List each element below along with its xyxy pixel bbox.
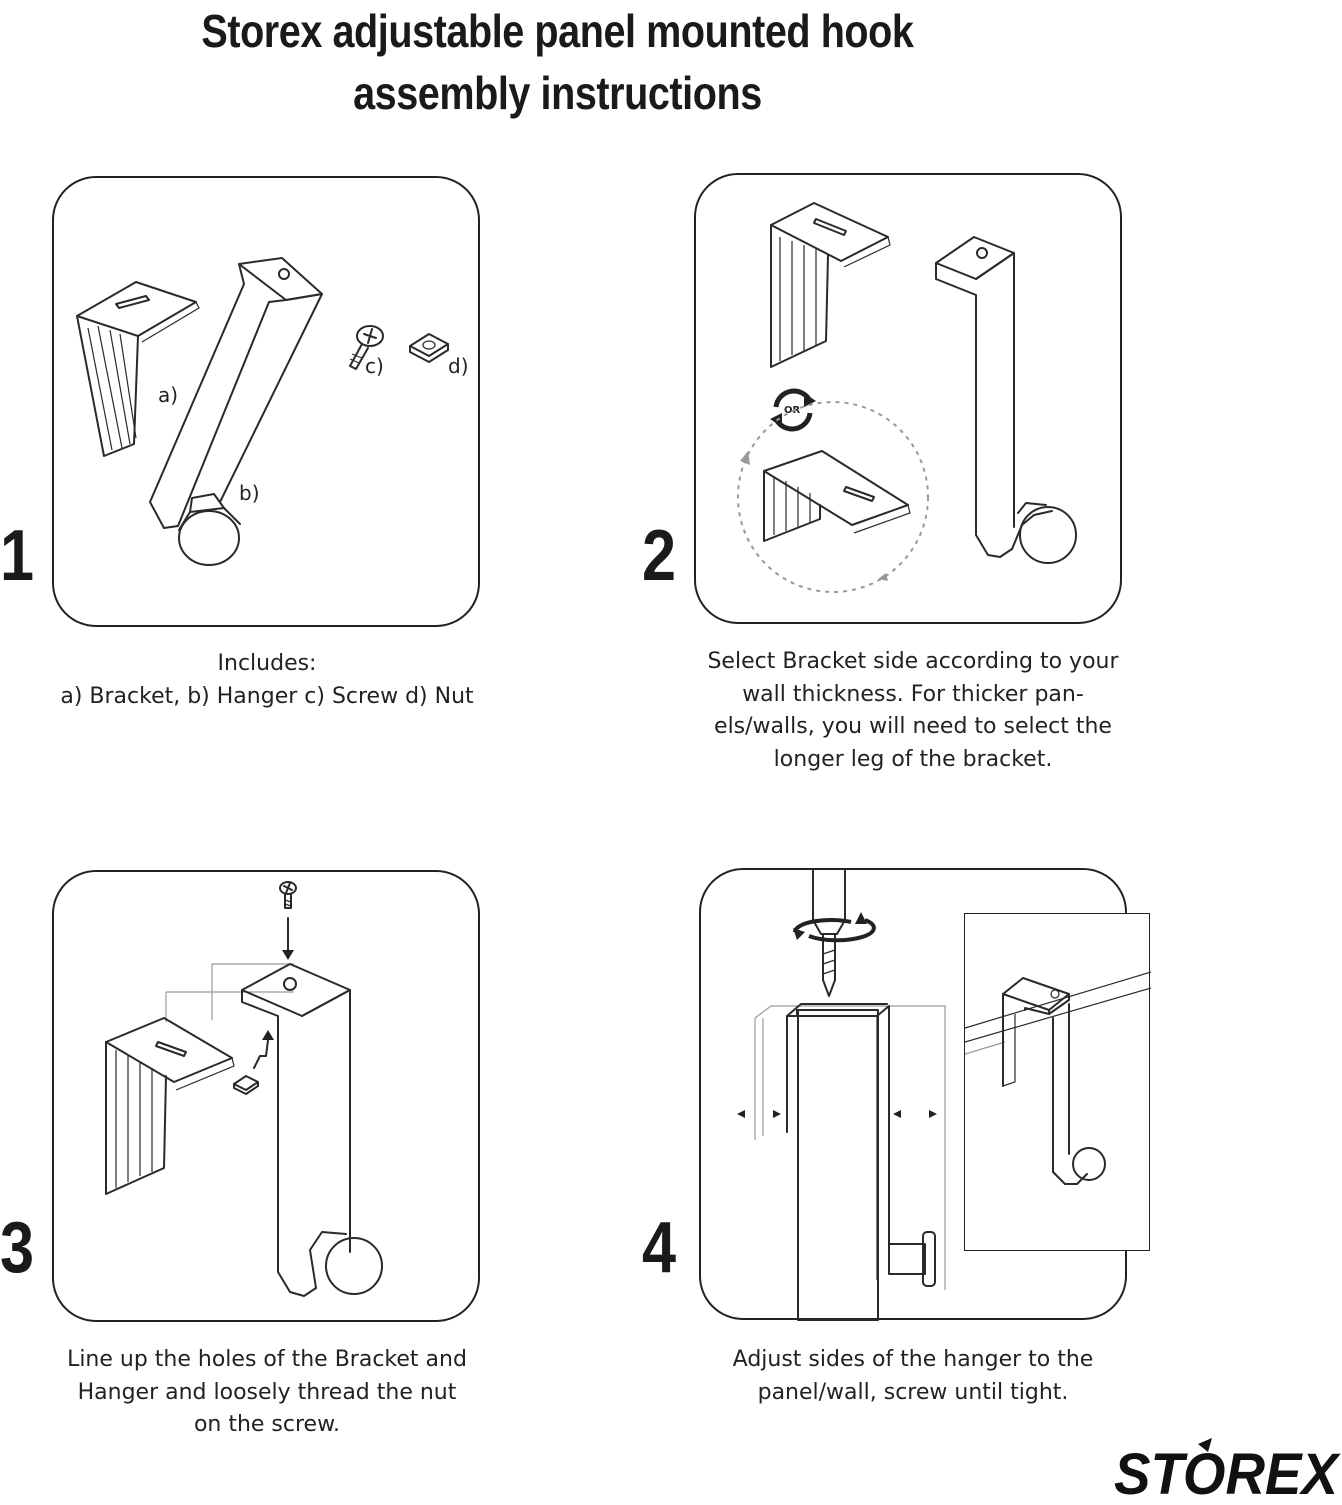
mounted-hook-icon xyxy=(1002,977,1106,1185)
panel-edge xyxy=(965,971,1151,1043)
caption-line: on the screw. xyxy=(193,1412,341,1437)
step-2-caption: Select Bracket side according to your wa… xyxy=(668,646,1158,776)
rotate-arrow xyxy=(808,918,876,943)
step-3-number: 3 xyxy=(0,1208,35,1288)
step-1-illustration: a) b) c) d) xyxy=(76,257,469,566)
caption-line: Adjust sides of the hanger to the xyxy=(732,1347,1094,1372)
step-4-caption: Adjust sides of the hanger to the panel/… xyxy=(668,1344,1158,1409)
step-3-panel xyxy=(52,870,480,1322)
rotate-arrow xyxy=(792,917,852,933)
arrow-left-icon xyxy=(893,1110,901,1118)
storex-logo: STOREX xyxy=(1112,1438,1342,1505)
nut-icon xyxy=(409,333,449,363)
caption-line: els/walls, you will need to select the xyxy=(714,714,1112,739)
caption-line: Line up the holes of the Bracket and xyxy=(67,1347,467,1372)
label-a: a) xyxy=(158,383,178,407)
rotation-arrow-icon xyxy=(740,451,750,465)
caption-line: a) Bracket, b) Hanger c) Screw d) Nut xyxy=(60,683,474,709)
hanger-icon xyxy=(935,236,1077,564)
page-title: Storex adjustable panel mounted hook ass… xyxy=(78,0,1037,124)
bracket-long-leg-icon xyxy=(770,202,891,368)
screw-icon xyxy=(349,325,384,370)
caption-line: longer leg of the bracket. xyxy=(773,746,1053,772)
rotate-arrow-icon xyxy=(855,912,867,924)
caption-line: Hanger and loosely thread the nut xyxy=(77,1379,457,1405)
hanger-outline xyxy=(754,1005,946,1290)
title-line-1: Storex adjustable panel mounted hook xyxy=(201,5,914,57)
storex-logo-graphic: STOREX xyxy=(1114,1438,1341,1505)
rotation-arrow-icon xyxy=(878,573,888,581)
label-b: b) xyxy=(239,481,260,505)
inset-illustration xyxy=(965,971,1151,1185)
up-arrow-icon xyxy=(262,1030,274,1040)
step-1-number: 1 xyxy=(0,516,35,596)
down-arrow-icon xyxy=(282,950,294,960)
step-3-illustration xyxy=(105,881,383,1297)
up-arrow xyxy=(253,1039,269,1069)
bracket-short-leg-icon xyxy=(763,450,911,542)
nut-icon xyxy=(233,1075,259,1095)
step-3-caption: Line up the holes of the Bracket and Han… xyxy=(22,1344,512,1442)
step-4-number: 4 xyxy=(642,1208,677,1288)
title-line-2: assembly instructions xyxy=(353,67,762,119)
hook-knob-icon xyxy=(888,1231,936,1287)
hanger-icon xyxy=(241,963,383,1297)
caption-line: Includes: xyxy=(217,651,317,676)
rotate-arrow-icon xyxy=(793,928,805,940)
rotation-path xyxy=(737,401,929,593)
label-c: c) xyxy=(365,354,384,378)
bracket-icon xyxy=(76,281,200,457)
arrow-right-icon xyxy=(929,1110,937,1118)
caption-line: panel/wall, screw until tight. xyxy=(757,1379,1069,1405)
label-d: d) xyxy=(448,354,469,378)
caption-line: wall thickness. For thicker pan- xyxy=(742,681,1084,707)
caption-line: Select Bracket side according to your xyxy=(707,649,1119,674)
step-2-illustration: OR xyxy=(737,202,1077,593)
arrow-left-icon xyxy=(737,1110,745,1118)
bracket-icon xyxy=(105,1017,235,1195)
step-1-panel: a) b) c) d) xyxy=(52,176,480,627)
step-2-number: 2 xyxy=(642,516,677,596)
step-4-illustration xyxy=(737,869,946,1321)
hanger-icon xyxy=(149,257,323,566)
logo-text: STOREX xyxy=(1114,1442,1341,1500)
logo-flag-icon xyxy=(1198,1438,1212,1452)
hanger-sides xyxy=(786,1003,890,1271)
screw-icon xyxy=(279,881,297,909)
panel-shadow xyxy=(965,1041,1006,1055)
step-4-inset xyxy=(964,913,1151,1251)
alignment-guides xyxy=(165,963,294,1022)
wall-panel xyxy=(797,1009,879,1321)
step-1-caption: Includes: a) Bracket, b) Hanger c) Screw… xyxy=(22,648,512,713)
screwdriver-icon xyxy=(812,869,846,997)
arrow-right-icon xyxy=(773,1110,781,1118)
step-2-panel: OR xyxy=(694,173,1122,624)
